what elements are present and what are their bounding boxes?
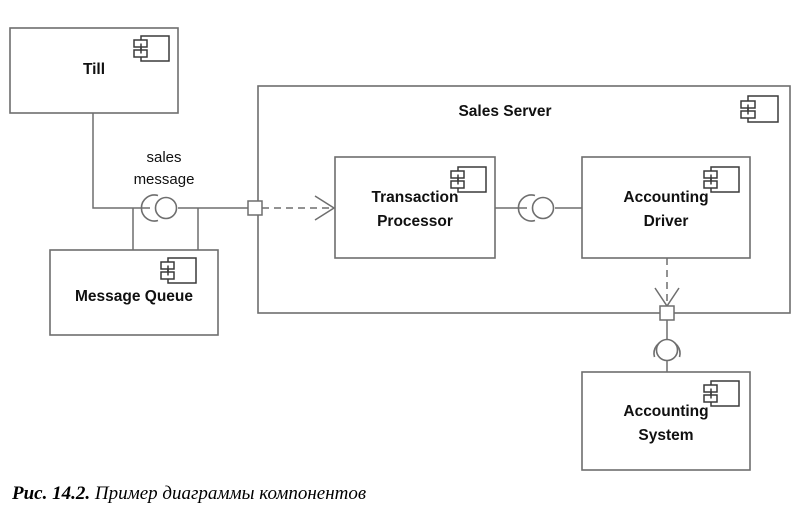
accounting-driver-label-line2: Driver xyxy=(644,213,689,230)
component-transaction-processor[interactable]: Transaction Processor xyxy=(334,156,496,259)
figure-caption-text: Пример диаграммы компонентов xyxy=(94,483,367,504)
transaction-processor-label-line1: Transaction xyxy=(372,189,459,206)
component-till[interactable]: Till xyxy=(9,27,179,114)
component-accounting-system[interactable]: Accounting System xyxy=(581,371,751,471)
component-icon xyxy=(450,166,487,193)
connector-label-sales-message: sales message xyxy=(134,149,195,188)
sales-message-label-line1: sales xyxy=(146,149,181,166)
component-icon xyxy=(703,166,740,193)
component-icon xyxy=(740,95,779,123)
transaction-processor-label-line2: Processor xyxy=(377,213,453,230)
component-accounting-driver[interactable]: Accounting Driver xyxy=(581,156,751,259)
component-icon xyxy=(160,257,197,284)
interface-sales-message[interactable] xyxy=(140,194,178,222)
component-icon xyxy=(133,35,170,62)
accounting-system-label-line1: Accounting xyxy=(623,403,708,420)
component-icon xyxy=(703,380,740,407)
component-message-queue[interactable]: Message Queue xyxy=(49,249,219,336)
interface-accounting-system[interactable] xyxy=(653,338,681,362)
sales-message-label-line2: message xyxy=(134,171,195,188)
till-label: Till xyxy=(83,61,105,78)
connector-message-queue-risers xyxy=(132,208,199,250)
port-sales-server-left[interactable] xyxy=(247,200,263,216)
sales-server-label: Sales Server xyxy=(458,103,551,120)
dependency-port-to-transaction-processor xyxy=(262,195,336,221)
accounting-driver-label-line1: Accounting xyxy=(623,189,708,206)
accounting-system-label-line2: System xyxy=(638,427,693,444)
interface-transaction-accounting[interactable] xyxy=(517,194,555,222)
port-sales-server-bottom[interactable] xyxy=(659,305,675,321)
connector-till-to-assembly xyxy=(92,113,150,209)
figure-caption-number: Рис. 14.2. xyxy=(12,483,91,504)
message-queue-label: Message Queue xyxy=(75,288,193,305)
figure-caption: Рис. 14.2. Пример диаграммы компонентов xyxy=(12,483,792,513)
